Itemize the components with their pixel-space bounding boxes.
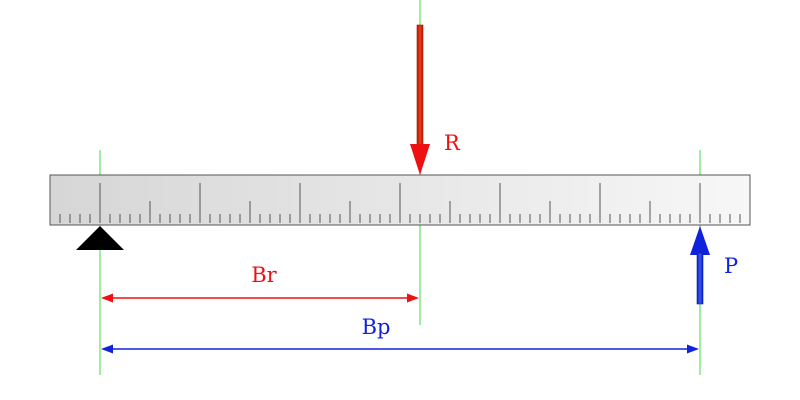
applied-force-label: P <box>724 254 738 278</box>
applied-arm-dimension <box>101 344 699 354</box>
resultant-force-label: R <box>444 131 461 155</box>
applied-force-arrow <box>690 226 710 305</box>
resultant-arm-label: Br <box>251 263 277 287</box>
beam-scale <box>59 183 741 223</box>
fulcrum-triangle <box>76 226 124 250</box>
resultant-force-arrow <box>410 24 430 175</box>
resultant-arm-dimension <box>101 293 419 303</box>
applied-arm-label: Bp <box>362 315 391 339</box>
